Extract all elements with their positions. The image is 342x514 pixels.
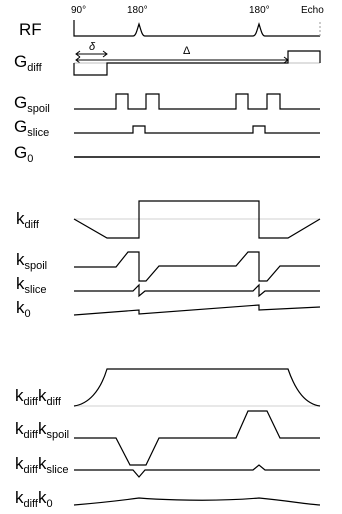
kdiffkslice-trace xyxy=(74,464,320,478)
kdiffkslice-label: kdiffkslice xyxy=(15,454,69,476)
pulse-180a-label: 180° xyxy=(127,5,148,16)
kspoil-label: kspoil xyxy=(16,250,48,272)
g0-label: G0 xyxy=(14,143,34,165)
kspoil-trace xyxy=(74,251,320,282)
k0-label: k0 xyxy=(16,298,31,320)
gslice-trace xyxy=(74,125,320,134)
delta-small-label: δ xyxy=(89,41,96,53)
pulse-180b-label: 180° xyxy=(249,5,270,16)
delta-small-arrow xyxy=(75,50,108,58)
gdiff-label: Gdiff xyxy=(14,52,42,74)
delta-big-label: Δ xyxy=(183,45,191,57)
gspoil-label: Gspoil xyxy=(14,93,50,115)
kslice-trace xyxy=(74,283,320,298)
rf-label: RF xyxy=(19,20,42,39)
rf-trace xyxy=(73,20,320,37)
kdiff-trace xyxy=(73,200,321,239)
gdiff-trace xyxy=(73,50,321,76)
kdiffkspoil-label: kdiffkspoil xyxy=(15,419,70,441)
kdiffk0-label: kdiffk0 xyxy=(15,488,53,510)
gslice-label: Gslice xyxy=(14,117,50,139)
kdiffkdiff-label: kdiffkdiff xyxy=(15,386,61,408)
kdiffkdiff-trace xyxy=(73,368,321,407)
gspoil-trace xyxy=(74,93,320,110)
kslice-label: kslice xyxy=(16,274,47,296)
k0-trace xyxy=(73,304,321,316)
pulse-90-label: 90° xyxy=(71,5,87,16)
kdiffk0-trace xyxy=(73,497,321,506)
kdiffkspoil-trace xyxy=(74,410,320,466)
kdiff-label: kdiff xyxy=(16,209,39,231)
delta-big-arrow xyxy=(75,56,289,64)
echo-label: Echo xyxy=(301,5,324,16)
